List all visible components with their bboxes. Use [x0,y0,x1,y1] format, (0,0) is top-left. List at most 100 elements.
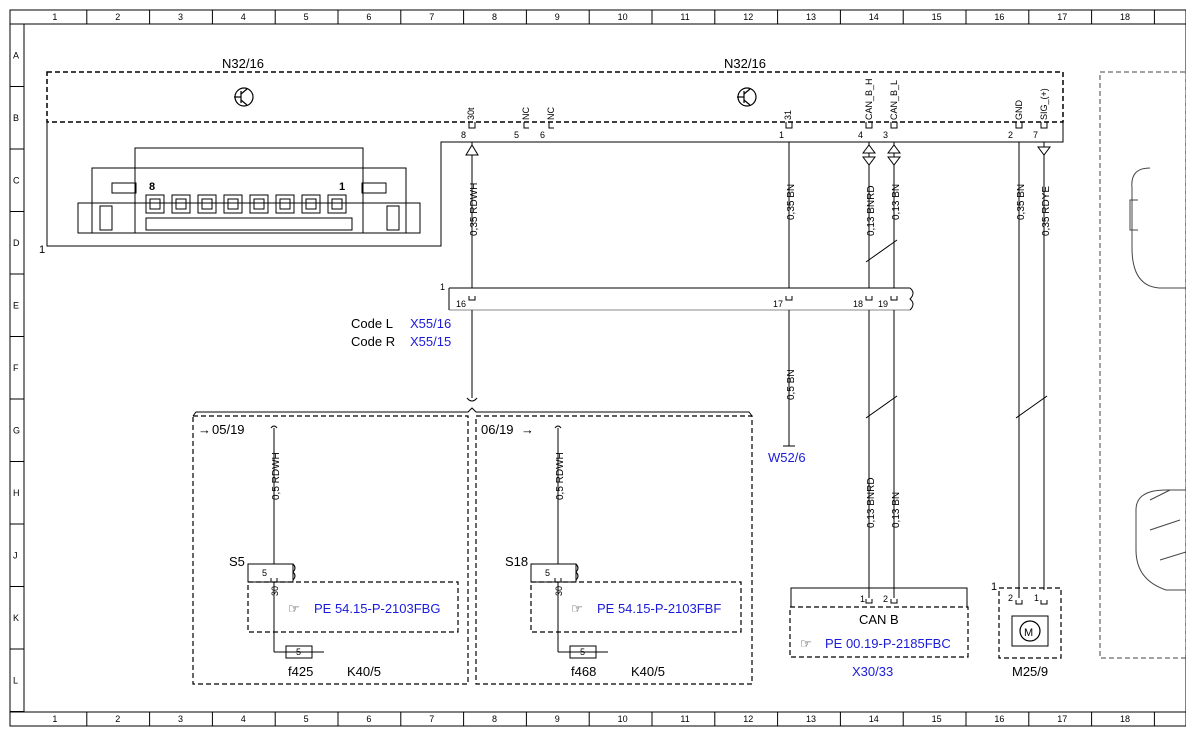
pin-name-sig: SIG_(+) [1039,88,1049,120]
connector-pin-label-8: 8 [149,181,155,193]
wire-label: 0,5 RDWH [555,452,566,500]
switch-pin: 30 [554,586,564,596]
can-b-label: CAN B [859,612,899,627]
page-ref-left: 05/19 [212,422,245,437]
m25-ref: 1 [991,581,997,593]
grid-row-label: A [13,50,19,60]
connector-cavity [327,194,347,214]
n32-housing [46,71,1064,123]
f425-label: f425 [288,664,313,679]
grid-column-label: 12 [743,714,753,724]
arrow-right-icon: → [521,422,534,437]
grid-column-label: 18 [1120,12,1130,22]
connector-cavity-inner [331,198,343,210]
connector-drawing [46,122,1064,247]
grid-column-label: 16 [994,714,1004,724]
grid-column-label: 6 [366,714,371,724]
x55-pin: 18 [853,299,863,309]
grid-row-label: C [13,175,20,185]
grid-row-label: J [13,550,18,560]
wire-label: 0,35 BN [1016,184,1027,220]
grid-row-label: L [13,675,18,685]
pe-ref-can[interactable]: PE 00.19-P-2185FBC [825,636,951,651]
can-pin: 2 [883,594,888,604]
connector-cavity-inner [279,198,291,210]
grid-column-label: 16 [994,12,1004,22]
connector-cavity [249,194,269,214]
x55-pin: 19 [878,299,888,309]
connector-cavity-inner [305,198,317,210]
grid-column-label: 1 [52,714,57,724]
wire-label: 0,5 RDWH [271,452,282,500]
connector-cavity [275,194,295,214]
connector-cavity-inner [227,198,239,210]
switch-pin: 5 [262,568,267,578]
hand-pointer-icon: ☞ [571,601,583,616]
grid-row-label: F [13,363,19,373]
m25-pin: 2 [1008,593,1013,603]
x55-pin: 17 [773,299,783,309]
n32-label-left: N32/16 [222,56,264,71]
grid-column-label: 3 [178,12,183,22]
grid-column-label: 2 [115,714,120,724]
grid-row-label: E [13,300,19,310]
fuse-rating: 5 [296,647,301,657]
grid-column-label: 13 [806,714,816,724]
pe-ref-right[interactable]: PE 54.15-P-2103FBF [597,601,721,616]
pin-number: 4 [858,130,863,140]
connector-cavity-inner [253,198,265,210]
wire-label: 0,13 BNRD [866,185,877,236]
w52-ref: W52/6 [768,450,806,465]
connector-cavity [301,194,321,214]
grid-column-label: 5 [304,714,309,724]
grid-row-label: B [13,113,19,123]
right-circuit [530,425,742,659]
grid-column-label: 3 [178,714,183,724]
pe-ref-left[interactable]: PE 54.15-P-2103FBG [314,601,440,616]
code-l-label: Code L [351,316,393,331]
pin-number: 7 [1033,130,1038,140]
grid-column-label: 1 [52,12,57,22]
wire-label: 0,13 BNRD [866,477,877,528]
code-r-label: Code R [351,334,395,349]
f468-label: f468 [571,664,596,679]
wire-label: 0,35 RDYE [1041,186,1052,236]
grid-column-label: 17 [1057,12,1067,22]
pin-name-30t: 30t [466,107,476,120]
grid-column-label: 14 [869,12,879,22]
grid-column-label: 12 [743,12,753,22]
wires-upper [471,142,1045,590]
pin-name-nc: NC [521,107,531,120]
variant-boxes [192,415,753,685]
connector-ref: 1 [39,244,45,256]
grid-column-label: 4 [241,12,246,22]
code-l-ref: X55/16 [410,316,451,331]
pin-name-gnd: GND [1014,100,1024,121]
connector-cavity-inner [201,198,213,210]
grid-column-label: 10 [618,714,628,724]
switch-pin: 30 [270,586,280,596]
pin-name-nc: NC [546,107,556,120]
connector-cavity-inner [149,198,161,210]
n32-label-right: N32/16 [724,56,766,71]
pin-number: 6 [540,130,545,140]
grid-column-label: 10 [618,12,628,22]
x30-ref: X30/33 [852,664,893,679]
can-pin: 1 [860,594,865,604]
grid-column-label: 4 [241,714,246,724]
twist-marks [865,239,1048,419]
wires-lower [466,310,1020,598]
pin-name-can-h: CAN_B_H [864,78,874,120]
grid-column-label: 5 [304,12,309,22]
connector-cavity [145,194,165,214]
arrow-markers [465,144,1051,166]
x55-ref: 1 [440,282,445,292]
connector-cavity [223,194,243,214]
variant-brace [192,407,753,417]
pin-stubs [468,122,1048,129]
grid-column-label: 7 [429,714,434,724]
hand-pointer-icon: ☞ [800,636,812,651]
motor-icon: M [1019,620,1041,642]
grid-row-label: H [13,488,20,498]
